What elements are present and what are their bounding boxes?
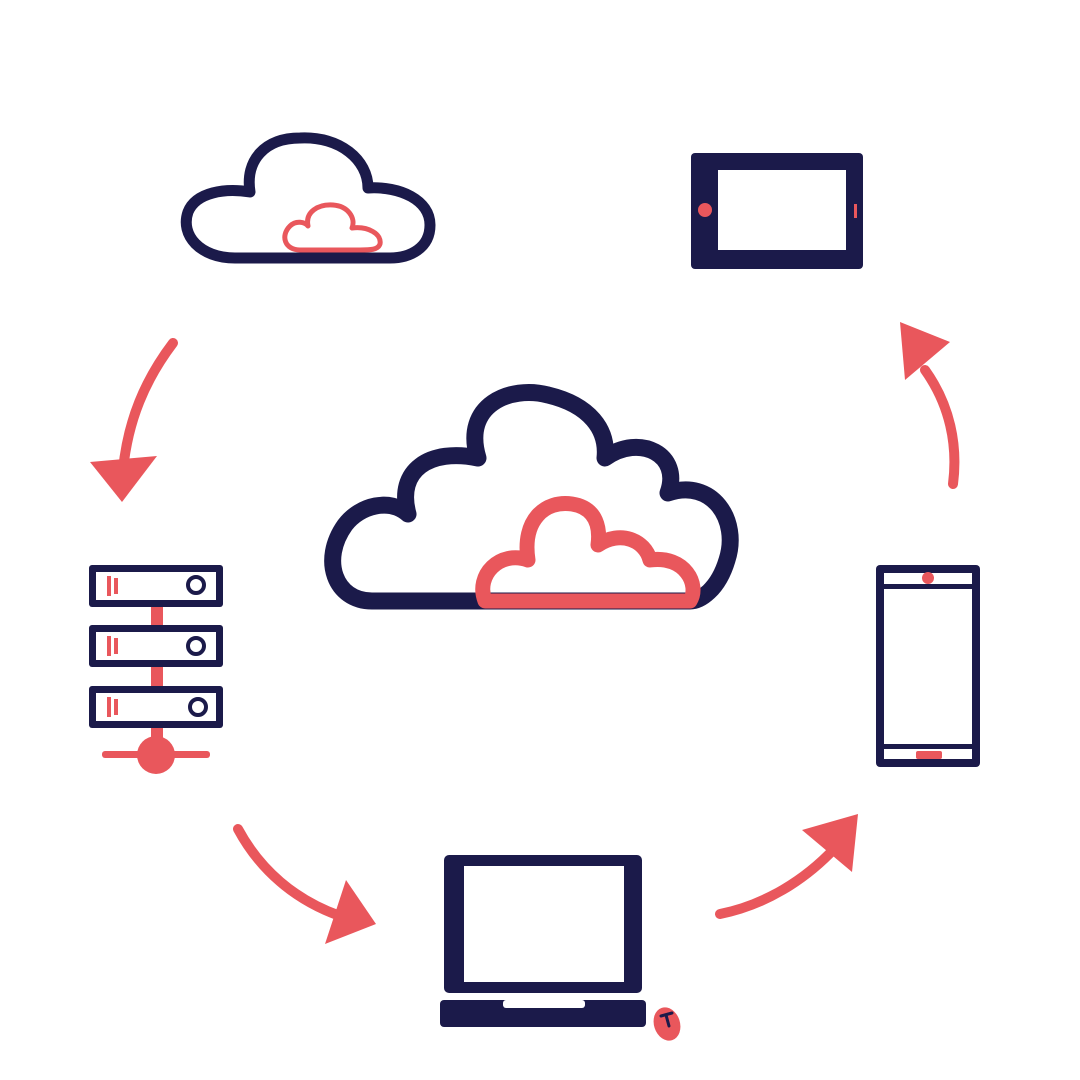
server-unit-icon xyxy=(89,565,223,607)
server-unit-icon xyxy=(89,686,223,728)
center-cloud-inner-icon xyxy=(475,496,701,609)
cloud-node-icon xyxy=(180,132,436,264)
smartphone-home-button-icon xyxy=(916,751,942,759)
center-cloud-icon xyxy=(324,384,739,610)
server-hub-icon xyxy=(137,736,175,774)
arrow-cloud-to-server-icon xyxy=(90,338,178,502)
arrow-smartphone-to-tablet-icon xyxy=(900,322,960,489)
smartphone-node-icon xyxy=(876,565,980,767)
tablet-button-icon xyxy=(698,203,712,217)
mouse-icon xyxy=(653,1007,681,1041)
smartphone-camera-icon xyxy=(922,572,934,584)
tablet-node-icon xyxy=(691,153,863,269)
server-unit-icon xyxy=(89,625,223,667)
tablet-camera-icon xyxy=(854,204,857,218)
laptop-node-icon xyxy=(440,855,681,1041)
arrow-laptop-to-smartphone-icon xyxy=(715,814,858,919)
cloud-node-inner-icon xyxy=(282,202,383,253)
server-node-icon xyxy=(89,565,223,774)
arrow-server-to-laptop-icon xyxy=(233,824,376,944)
